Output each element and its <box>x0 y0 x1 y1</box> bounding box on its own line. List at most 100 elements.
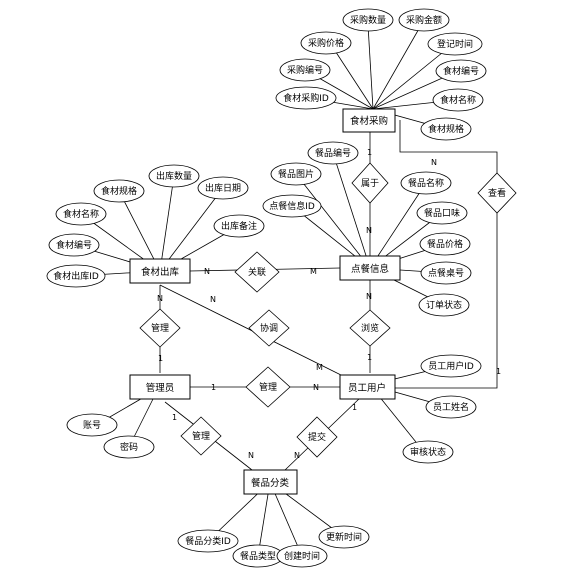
attributes-chuku: 出库数量 食材规格 出库日期 食材名称 出库备注 食材编号 食材出库ID <box>46 164 265 288</box>
svg-text:属于: 属于 <box>361 178 379 189</box>
svg-text:N: N <box>204 267 210 276</box>
svg-text:1: 1 <box>172 413 177 422</box>
attribute-chuku-guige: 食材规格 <box>93 179 145 203</box>
svg-text:员工用户ID: 员工用户ID <box>428 360 474 372</box>
relationship-liulan: 浏览 <box>349 309 391 347</box>
relationship-guanli3: 管理 <box>180 416 222 456</box>
entities: 食材采购 食材出库 点餐信息 管理员 员工用户 餐品分类 <box>129 108 401 495</box>
svg-text:点餐信息: 点餐信息 <box>351 263 389 275</box>
svg-text:出库日期: 出库日期 <box>205 182 241 194</box>
attribute-caigou-jiage: 采购价格 <box>300 31 352 55</box>
svg-text:密码: 密码 <box>120 441 138 453</box>
svg-text:更新时间: 更新时间 <box>326 531 362 543</box>
svg-text:点餐信息ID: 点餐信息ID <box>269 200 315 212</box>
attribute-chuku-shuliang: 出库数量 <box>148 164 200 188</box>
attribute-diancan-tupian: 餐品图片 <box>270 162 322 186</box>
relationship-tijiao: 提交 <box>296 416 338 458</box>
svg-text:N: N <box>366 292 372 301</box>
svg-text:餐品价格: 餐品价格 <box>427 238 463 250</box>
svg-text:账号: 账号 <box>83 420 101 431</box>
attributes-diancan: 餐品编号 餐品图片 餐品名称 点餐信息ID 餐品口味 餐品价格 点餐桌号 订单状… <box>262 141 472 317</box>
svg-text:出库备注: 出库备注 <box>221 220 257 232</box>
svg-text:食材采购ID: 食材采购ID <box>283 92 329 104</box>
relationship-chakan: 查看 <box>477 172 517 214</box>
attributes-caigou: 采购数量 采购金额 采购价格 登记时间 采购编号 食材编号 食材采购ID 食材名… <box>275 8 487 141</box>
svg-text:餐品名称: 餐品名称 <box>408 177 444 189</box>
svg-text:1: 1 <box>496 367 501 376</box>
svg-text:N: N <box>157 294 163 303</box>
attribute-caigou-id: 食材采购ID <box>275 86 337 110</box>
svg-text:N: N <box>313 383 319 392</box>
svg-text:采购金额: 采购金额 <box>406 14 442 26</box>
svg-text:食材名称: 食材名称 <box>63 208 99 220</box>
svg-text:食材出库: 食材出库 <box>141 266 180 278</box>
attribute-caigou-dengjishijian: 登记时间 <box>427 32 483 56</box>
svg-text:餐品图片: 餐品图片 <box>278 168 314 180</box>
svg-text:食材规格: 食材规格 <box>101 185 137 197</box>
svg-text:餐品分类: 餐品分类 <box>251 477 290 489</box>
svg-text:管理员: 管理员 <box>146 382 175 394</box>
svg-text:管理: 管理 <box>259 381 277 393</box>
svg-text:关联: 关联 <box>248 266 266 278</box>
svg-text:1: 1 <box>211 383 216 392</box>
svg-text:1: 1 <box>367 148 372 157</box>
attribute-diancan-mingcheng: 餐品名称 <box>400 171 452 195</box>
svg-text:采购价格: 采购价格 <box>308 37 344 49</box>
entity-fenlei: 餐品分类 <box>243 469 298 495</box>
svg-text:协调: 协调 <box>260 322 278 334</box>
attribute-chuku-riqi: 出库日期 <box>197 176 249 200</box>
svg-text:采购数量: 采购数量 <box>350 14 386 26</box>
svg-text:食材采购: 食材采购 <box>350 115 388 127</box>
svg-text:N: N <box>210 295 216 304</box>
attribute-fenlei-chuangjianshijian: 创建时间 <box>276 544 328 568</box>
attribute-diancan-id: 点餐信息ID <box>262 194 322 218</box>
svg-text:食材名称: 食材名称 <box>440 94 476 106</box>
svg-text:餐品编号: 餐品编号 <box>315 147 351 159</box>
relationship-guanlian: 关联 <box>234 251 280 293</box>
entity-caigou: 食材采购 <box>342 108 396 133</box>
attribute-diancan-jiage: 餐品价格 <box>419 232 471 256</box>
svg-text:N: N <box>431 158 437 167</box>
svg-text:1: 1 <box>352 403 357 412</box>
svg-text:N: N <box>366 226 372 235</box>
attributes-fenlei: 餐品分类ID 餐品类型 创建时间 更新时间 <box>177 525 370 568</box>
attribute-caigou-shicaibianhao: 食材编号 <box>435 59 487 83</box>
svg-text:1: 1 <box>367 353 372 362</box>
svg-text:采购编号: 采购编号 <box>287 64 323 76</box>
attribute-yuangong-id: 员工用户ID <box>420 354 482 378</box>
attribute-diancan-zhuohao: 点餐桌号 <box>420 261 472 285</box>
svg-text:员工姓名: 员工姓名 <box>433 401 469 413</box>
attribute-yuangong-shenhezhuangtai: 审核状态 <box>402 440 454 464</box>
attribute-caigou-bianhao: 采购编号 <box>279 58 331 82</box>
attribute-fenlei-gengxinshijian: 更新时间 <box>318 525 370 549</box>
attribute-guanli-zhanghao: 账号 <box>66 413 118 437</box>
svg-text:出库数量: 出库数量 <box>156 170 192 182</box>
attribute-fenlei-leixing: 餐品类型 <box>232 544 284 568</box>
svg-text:查看: 查看 <box>488 187 506 199</box>
attribute-chuku-id: 食材出库ID <box>46 264 106 288</box>
attribute-chuku-mingcheng: 食材名称 <box>55 202 107 226</box>
svg-text:管理: 管理 <box>192 430 210 442</box>
svg-text:提交: 提交 <box>308 431 326 443</box>
svg-text:1: 1 <box>158 354 163 363</box>
relationship-guanli1: 管理 <box>139 308 181 348</box>
attribute-diancan-kouwei: 餐品口味 <box>416 201 468 225</box>
svg-text:审核状态: 审核状态 <box>410 446 446 458</box>
svg-text:点餐桌号: 点餐桌号 <box>428 267 464 279</box>
attribute-caigou-guige: 食材规格 <box>420 117 472 141</box>
svg-text:登记时间: 登记时间 <box>437 38 473 50</box>
attributes-yuangong: 员工用户ID 员工姓名 审核状态 <box>402 354 482 464</box>
svg-text:创建时间: 创建时间 <box>284 550 320 562</box>
entity-chuku: 食材出库 <box>129 258 191 284</box>
attribute-caigou-mingcheng: 食材名称 <box>432 88 484 112</box>
svg-text:N: N <box>248 451 254 460</box>
entity-diancan: 点餐信息 <box>339 255 401 281</box>
entity-yuangong: 员工用户 <box>339 374 396 400</box>
attribute-yuangong-xingming: 员工姓名 <box>425 395 477 419</box>
attributes-guanli: 账号 密码 <box>66 413 155 459</box>
attribute-chuku-bianhao: 食材编号 <box>48 233 100 257</box>
cardinality-labels: 1 N N 1 N M N 1 N M N 1 1 N 1 N 1 N <box>157 148 501 460</box>
svg-text:食材编号: 食材编号 <box>56 239 92 251</box>
relationship-guanli2: 管理 <box>245 366 291 408</box>
relationship-shuyu: 属于 <box>351 162 389 204</box>
